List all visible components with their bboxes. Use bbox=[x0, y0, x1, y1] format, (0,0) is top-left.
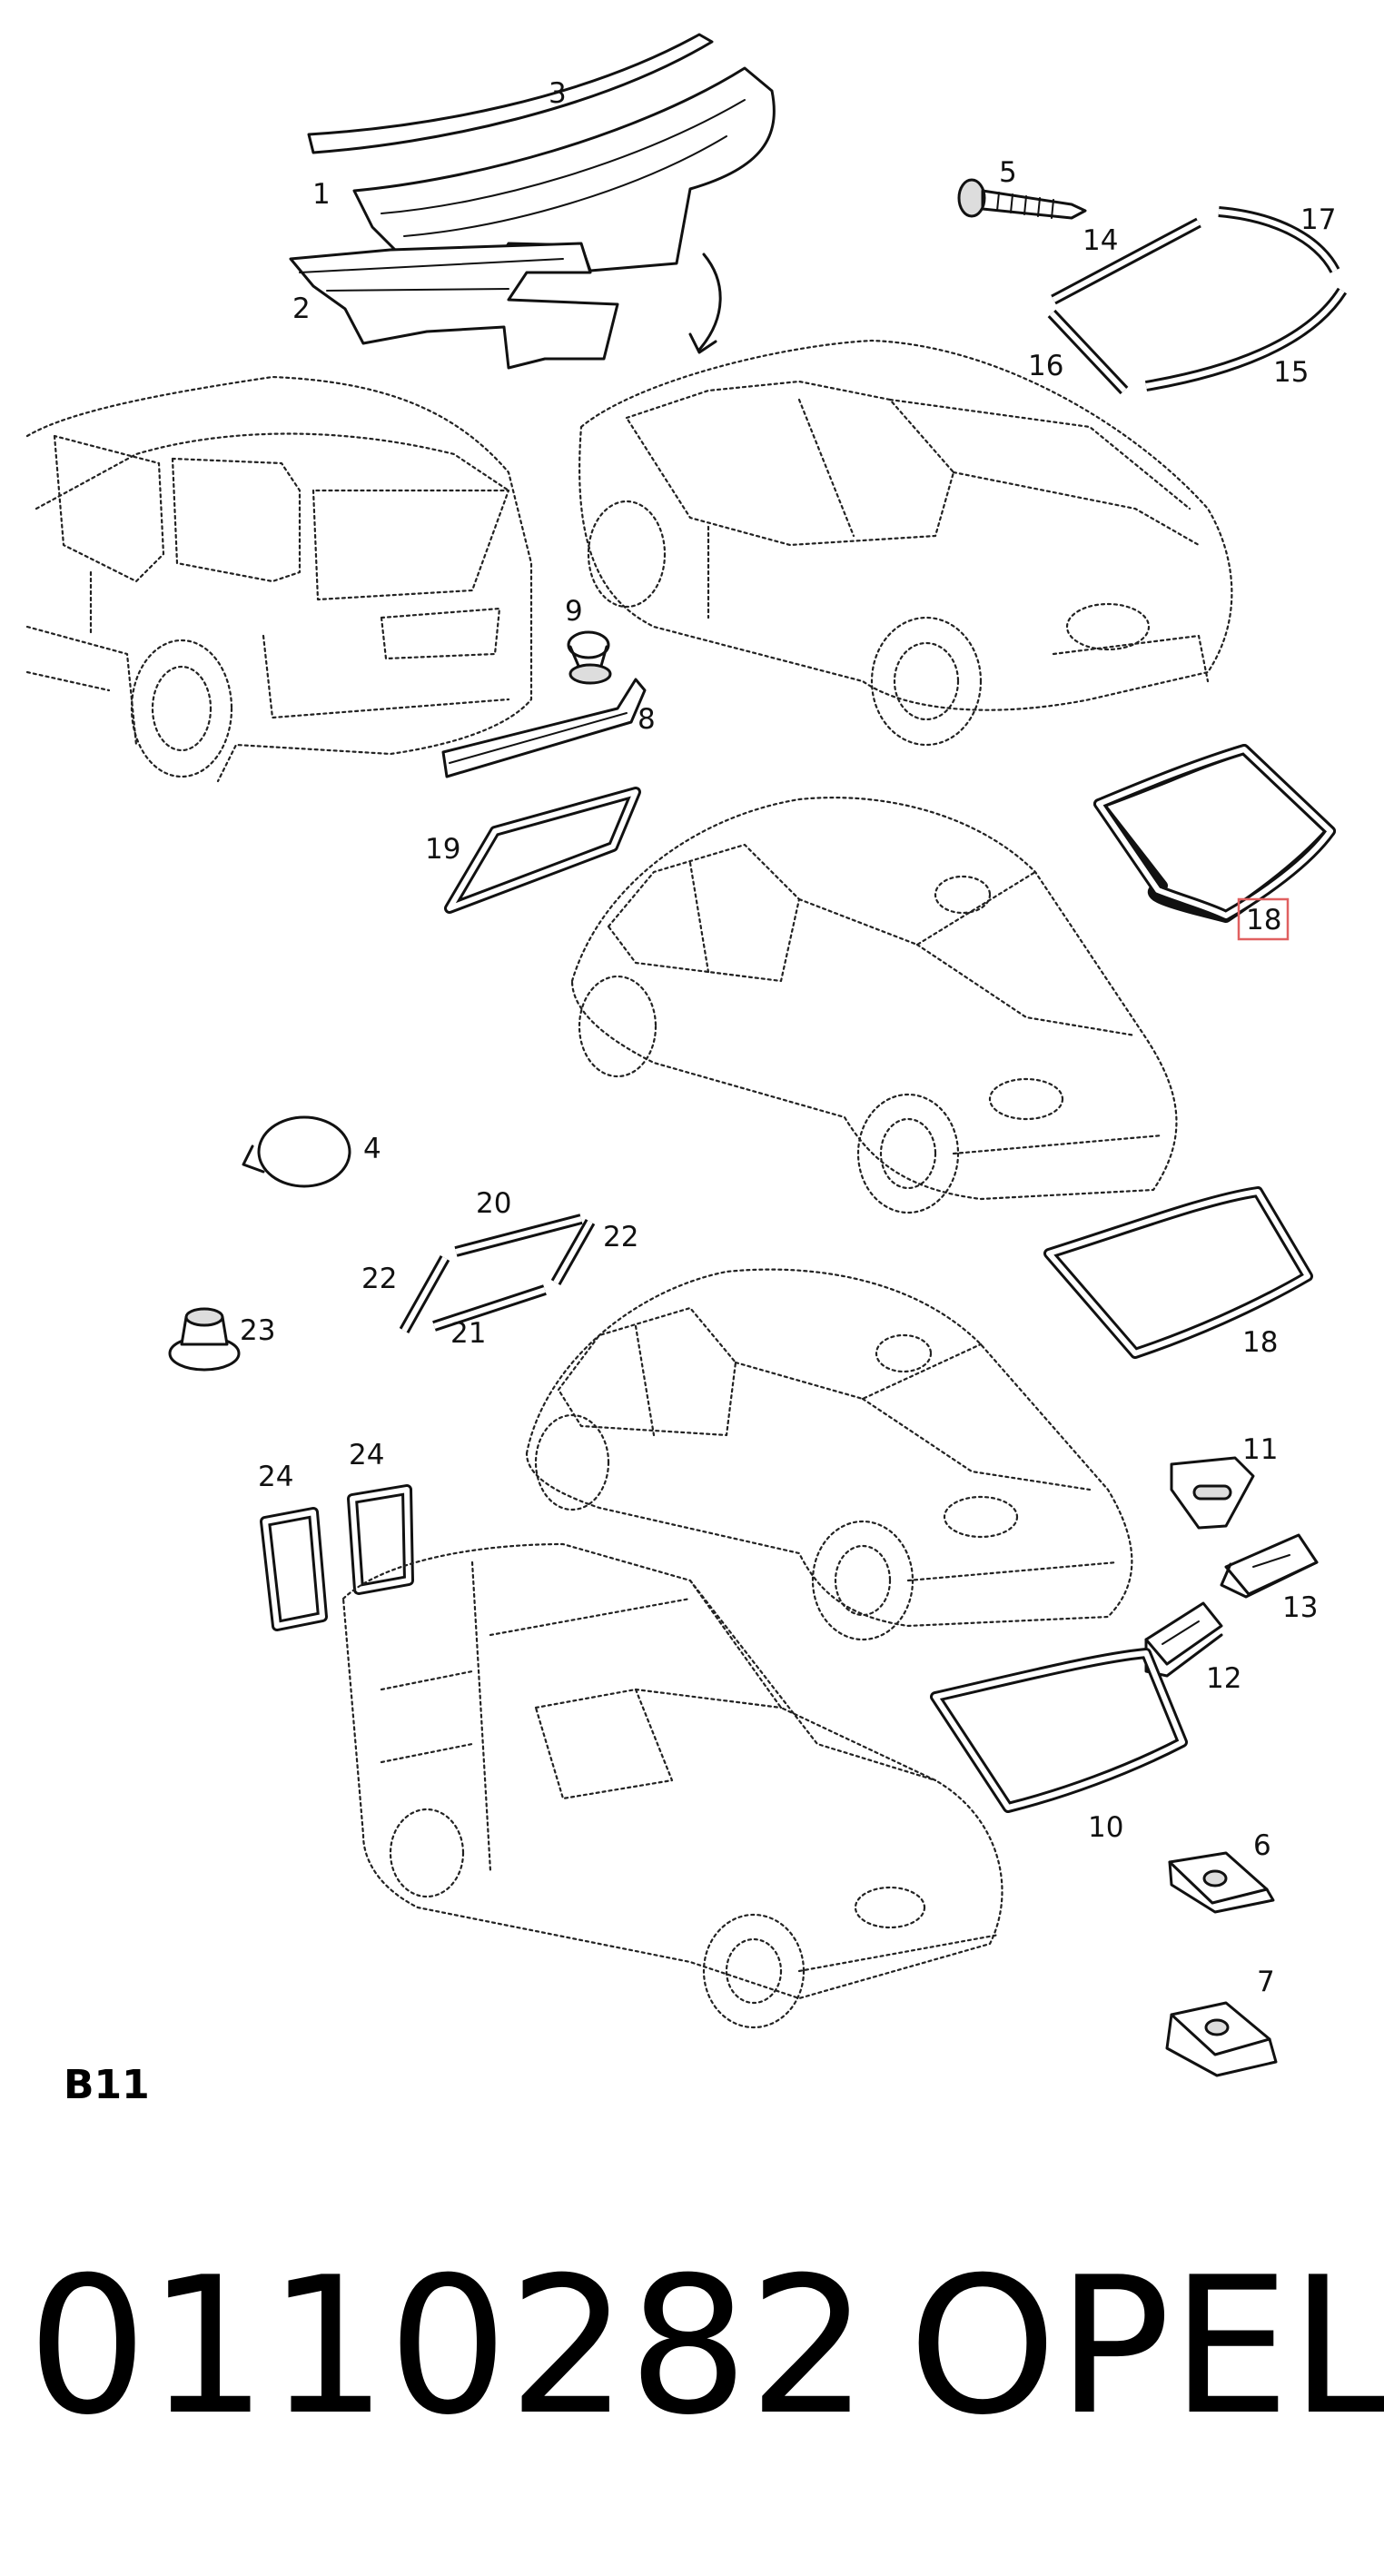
callout-17: 17 bbox=[1300, 203, 1336, 236]
seal-strip-8 bbox=[441, 678, 647, 778]
van-lower bbox=[341, 1542, 1003, 2029]
three-door-car-top bbox=[578, 339, 1233, 747]
callout-8: 8 bbox=[638, 703, 656, 736]
callout-4: 4 bbox=[363, 1133, 381, 1165]
windshield-18-top bbox=[1093, 744, 1336, 923]
callout-24-left: 24 bbox=[258, 1461, 293, 1493]
callout-21: 21 bbox=[450, 1317, 486, 1350]
quarter-window-19 bbox=[444, 787, 641, 914]
spoiler-part-1 bbox=[352, 66, 776, 274]
rear-spoiler-assembly bbox=[289, 33, 776, 370]
callout-10: 10 bbox=[1088, 1811, 1123, 1844]
roof-strips-14-17 bbox=[1047, 206, 1348, 395]
callout-22-right: 22 bbox=[603, 1221, 638, 1253]
clip-11 bbox=[1170, 1456, 1255, 1530]
five-door-car-middle bbox=[570, 797, 1178, 1214]
callout-3: 3 bbox=[549, 77, 567, 110]
callout-6: 6 bbox=[1253, 1829, 1271, 1862]
strip-15 bbox=[1144, 287, 1348, 391]
window-seals-24 bbox=[260, 1484, 414, 1631]
strip-16-inner bbox=[1049, 311, 1127, 393]
cap-4 bbox=[242, 1115, 351, 1188]
callout-20: 20 bbox=[476, 1187, 511, 1220]
hatchback-rear-view bbox=[25, 375, 533, 783]
strip-14-inner bbox=[1052, 220, 1201, 302]
strip-17-inner bbox=[1218, 209, 1338, 272]
section-code: B11 bbox=[64, 2062, 150, 2108]
five-door-car-lower bbox=[525, 1268, 1133, 1641]
brand-name: OPEL bbox=[908, 2237, 1384, 2457]
callout-5: 5 bbox=[999, 156, 1017, 189]
callout-16: 16 bbox=[1028, 350, 1063, 382]
bracket-12 bbox=[1144, 1601, 1223, 1678]
windshield-18-middle bbox=[1043, 1186, 1313, 1359]
clip-7 bbox=[1165, 2001, 1278, 2077]
clip-9 bbox=[567, 630, 612, 685]
callout-13: 13 bbox=[1282, 1591, 1318, 1624]
callout-9: 9 bbox=[565, 595, 583, 628]
nut-23 bbox=[168, 1307, 241, 1372]
door-seals-20-22 bbox=[399, 1214, 596, 1333]
callout-22-left: 22 bbox=[361, 1263, 397, 1295]
clip-6 bbox=[1168, 1851, 1275, 1914]
screw-5 bbox=[957, 178, 1087, 220]
callout-7: 7 bbox=[1257, 1966, 1275, 1998]
callout-23: 23 bbox=[240, 1314, 275, 1347]
part-number: 0110282 bbox=[27, 2237, 868, 2457]
windshield-10 bbox=[930, 1648, 1188, 1813]
strip-15-inner bbox=[1145, 289, 1345, 389]
callout-18-middle: 18 bbox=[1242, 1326, 1278, 1359]
arrow-spoiler-to-car bbox=[697, 253, 722, 352]
callout-24-right: 24 bbox=[349, 1439, 384, 1471]
callout-18-top: 18 bbox=[1246, 904, 1281, 936]
callout-15: 15 bbox=[1273, 356, 1309, 389]
callout-2: 2 bbox=[292, 292, 311, 325]
spoiler-part-2 bbox=[289, 242, 619, 370]
callout-12: 12 bbox=[1206, 1662, 1241, 1695]
callout-11: 11 bbox=[1242, 1433, 1278, 1466]
bracket-13 bbox=[1220, 1533, 1319, 1599]
highlight-box-18 bbox=[1237, 897, 1290, 941]
callout-19: 19 bbox=[425, 833, 460, 866]
callout-14: 14 bbox=[1082, 224, 1118, 257]
callout-1: 1 bbox=[312, 178, 331, 211]
spoiler-strip-3 bbox=[307, 33, 714, 154]
